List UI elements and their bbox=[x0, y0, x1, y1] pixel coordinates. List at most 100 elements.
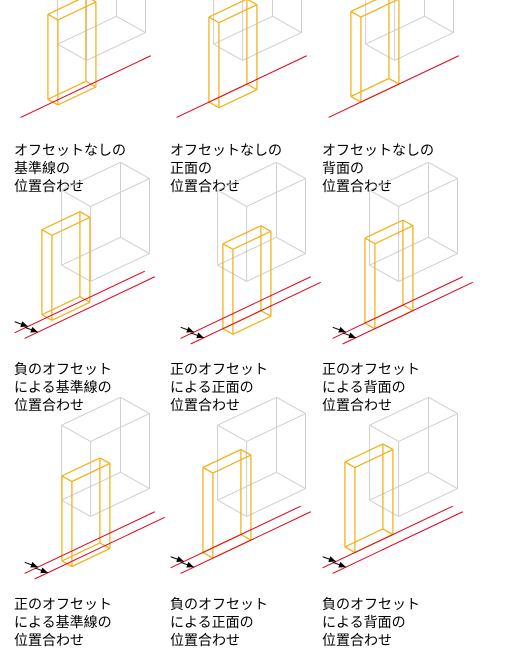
offset-arrow-head bbox=[196, 332, 204, 339]
wall-outline bbox=[202, 448, 252, 559]
alignment-illustration bbox=[176, 0, 307, 118]
wall-outline-edge bbox=[382, 528, 394, 536]
alignment-illustration bbox=[328, 0, 459, 118]
ghost-block-edge bbox=[428, 396, 458, 414]
offset-arrow-head bbox=[338, 561, 346, 568]
diagram-caption: オフセットなしの基準線の位置合わせ bbox=[14, 142, 126, 196]
ghost-block-edge bbox=[428, 161, 458, 179]
wall-outline-edge bbox=[364, 219, 404, 239]
diagram-cell-positive-offset-back: 正のオフセットによる背面の位置合わせ bbox=[322, 161, 482, 425]
wall-outline-edge bbox=[71, 462, 111, 483]
ghost-block-edge bbox=[120, 471, 150, 489]
caption-line: による正面の bbox=[170, 615, 254, 631]
wall-outline-edge bbox=[71, 547, 111, 568]
ghost-block-edge bbox=[242, 32, 302, 61]
ghost-block-edge bbox=[394, 32, 454, 61]
caption-line: 正面の bbox=[170, 161, 212, 177]
wall-outline-edge bbox=[402, 304, 414, 312]
wall-outline-edge bbox=[344, 546, 356, 554]
baseline-line bbox=[20, 55, 151, 118]
caption-line: 正のオフセット bbox=[14, 597, 112, 613]
wall-outline bbox=[350, 0, 400, 103]
diagram-cell-no-offset-baseline: オフセットなしの基準線の位置合わせ bbox=[14, 0, 174, 220]
diagram-caption: オフセットなしの背面の位置合わせ bbox=[322, 142, 434, 196]
ghost-block-edge bbox=[61, 424, 91, 442]
caption-line: 位置合わせ bbox=[170, 398, 240, 414]
wall-outline-edge bbox=[222, 225, 262, 245]
offset-arrow-head bbox=[186, 561, 194, 568]
ghost-block-edge bbox=[365, 43, 395, 61]
baseline-line bbox=[328, 55, 459, 118]
wall-outline-edge bbox=[350, 95, 362, 103]
caption-line: による基準線の bbox=[14, 615, 112, 631]
offset-arrow-head bbox=[348, 332, 356, 339]
offset-arrow bbox=[190, 332, 205, 339]
ghost-block-edge bbox=[57, 43, 87, 61]
wall-outline-edge bbox=[344, 528, 384, 548]
wall-outline-edge bbox=[240, 533, 252, 541]
ghost-block-edge bbox=[61, 161, 121, 191]
wall-outline-edge bbox=[374, 225, 414, 245]
ghost-block-edge bbox=[276, 236, 306, 254]
offset-arrow-head bbox=[176, 556, 184, 562]
wall-outline-edge bbox=[247, 0, 258, 6]
alignment-illustration bbox=[14, 161, 155, 339]
wall-outline-edge bbox=[51, 301, 91, 321]
wall-outline-edge bbox=[61, 457, 101, 477]
offset-arrow bbox=[180, 326, 195, 333]
ghost-block-edge bbox=[120, 161, 150, 179]
ghost-block-edge bbox=[217, 161, 277, 191]
diagram-cell-positive-offset-baseline: 正のオフセットによる基準線の位置合わせ bbox=[14, 396, 174, 660]
wall-outline bbox=[61, 457, 111, 568]
caption-line: 位置合わせ bbox=[170, 179, 240, 195]
alignment-illustration bbox=[180, 161, 321, 345]
offset-line bbox=[190, 281, 321, 345]
wall-outline-edge bbox=[212, 454, 252, 474]
ghost-block-edge bbox=[369, 396, 429, 426]
diagram-cell-negative-offset-baseline: 負のオフセットによる基準線の位置合わせ bbox=[14, 161, 174, 425]
offset-arrow-head bbox=[20, 321, 28, 327]
caption-line: 位置合わせ bbox=[170, 633, 240, 649]
wall-outline-edge bbox=[47, 0, 80, 15]
caption-line: オフセットなしの bbox=[14, 143, 126, 159]
wall-outline-edge bbox=[402, 219, 414, 227]
offset-arrow bbox=[24, 326, 39, 333]
caption-line: 背面の bbox=[322, 161, 364, 177]
wall-outline-edge bbox=[382, 443, 394, 451]
ghost-block-edge bbox=[213, 43, 243, 61]
alignment-illustration bbox=[24, 396, 165, 580]
wall-outline-edge bbox=[260, 225, 272, 232]
wall-outline-edge bbox=[218, 4, 258, 24]
caption-line: 位置合わせ bbox=[322, 179, 392, 195]
ghost-block-edge bbox=[369, 189, 399, 207]
caption-line: オフセットなしの bbox=[322, 143, 434, 159]
offset-arrow bbox=[332, 326, 347, 333]
offset-line bbox=[34, 516, 165, 580]
diagram-caption: オフセットなしの正面の位置合わせ bbox=[170, 142, 282, 196]
caption-line: による基準線の bbox=[14, 380, 112, 396]
wall-outline-edge bbox=[222, 328, 234, 335]
caption-line: 位置合わせ bbox=[322, 633, 392, 649]
alignment-illustration bbox=[322, 396, 463, 574]
offset-arrow-head bbox=[40, 567, 48, 574]
wall-outline-edge bbox=[364, 322, 376, 330]
ghost-block-edge bbox=[61, 396, 121, 426]
diagram-cell-negative-offset-front: 負のオフセットによる正面の位置合わせ bbox=[170, 396, 330, 660]
offset-line bbox=[342, 281, 473, 345]
baseline-line bbox=[180, 276, 311, 339]
diagram-cell-no-offset-front: オフセットなしの正面の位置合わせ bbox=[170, 0, 330, 220]
ghost-block bbox=[57, 0, 146, 61]
ghost-block-edge bbox=[424, 15, 454, 33]
wall-outline-edge bbox=[350, 0, 377, 13]
wall-outline-edge bbox=[350, 77, 390, 98]
wall-outline-edge bbox=[360, 0, 399, 18]
offset-arrow-head bbox=[30, 561, 38, 568]
wall-outline-edge bbox=[79, 211, 91, 218]
ghost-block bbox=[61, 161, 150, 282]
ghost-block-edge bbox=[116, 15, 146, 33]
diagram-cell-negative-offset-back: 負のオフセットによる背面の位置合わせ bbox=[322, 396, 482, 660]
wall-outline bbox=[47, 0, 97, 106]
caption-line: 位置合わせ bbox=[322, 398, 392, 414]
wall-outline-edge bbox=[57, 1, 97, 21]
wall-outline-edge bbox=[47, 80, 87, 100]
